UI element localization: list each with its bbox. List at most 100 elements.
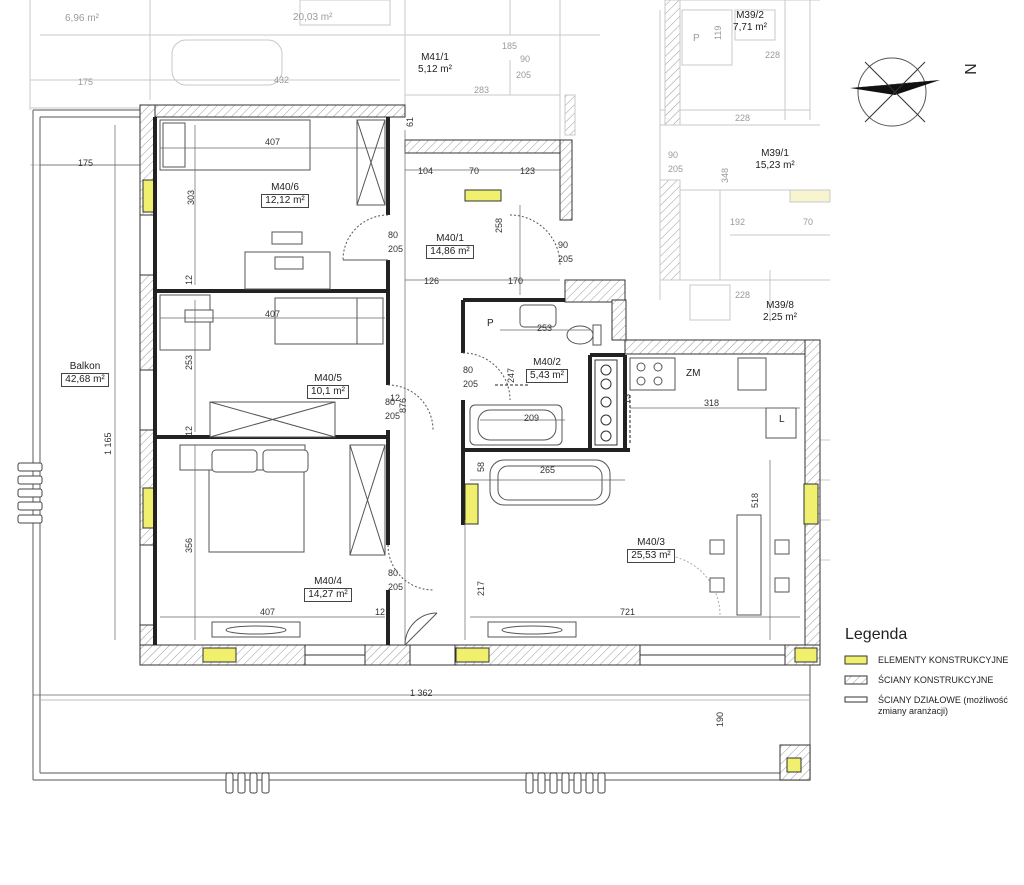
dimension: 217: [476, 580, 486, 596]
fridge-mark: ZM: [686, 368, 701, 379]
dimension: 407: [265, 309, 281, 319]
room-area: 25,53 m²: [627, 549, 675, 563]
dimension: 253: [184, 354, 194, 370]
legend-item-walls: ŚCIANY KONSTRUKCYJNE: [878, 675, 994, 685]
neighbor-area: 6,96 m²: [65, 13, 99, 24]
room-area: 5,43 m²: [526, 369, 568, 383]
room-id: M40/5: [314, 373, 342, 384]
room-id: M40/1: [436, 233, 464, 244]
dimension: 228: [765, 50, 781, 60]
room-area: 14,27 m²: [304, 588, 352, 602]
dimension: 247: [506, 367, 516, 383]
l-mark: L: [779, 414, 785, 425]
dimension: 12: [390, 393, 401, 403]
neighbor-m39-8: M39/8 2,25 m²: [763, 300, 797, 323]
dimension: 119: [713, 25, 723, 40]
dimension: 123: [520, 166, 536, 176]
room-id: M40/2: [533, 357, 561, 368]
dimension: 12: [375, 607, 386, 617]
neighbor-m39-1: M39/1 15,23 m²: [755, 148, 795, 171]
dimension: 265: [540, 465, 556, 475]
balcony-railing-posts: [17, 462, 606, 794]
dimension: 303: [186, 189, 196, 205]
dimension: 175: [78, 77, 94, 87]
dimension: 126: [424, 276, 440, 286]
dimension: 318: [704, 398, 720, 408]
dimension-lines: [33, 125, 810, 696]
compass-icon: [850, 57, 940, 127]
room-id: M40/3: [637, 537, 665, 548]
dimension: 13: [622, 393, 632, 404]
legend-swatch-partition: [844, 696, 868, 703]
room-m40-2: M40/2 5,43 m²: [517, 357, 577, 383]
legend-swatch-structural: [844, 655, 868, 665]
dimension: 209: [524, 413, 540, 423]
room-m40-4: M40/4 14,27 m²: [298, 576, 358, 602]
dimension: 58: [476, 461, 486, 472]
partition-walls: [153, 117, 630, 645]
dimension: 90: [520, 54, 531, 64]
dimension: 407: [265, 137, 281, 147]
legend-swatches: [844, 655, 868, 703]
room-area: 12,12 m²: [261, 194, 309, 208]
dimension: 192: [730, 217, 746, 227]
arrows: [495, 384, 631, 445]
doors: [342, 214, 721, 646]
dimension: 721: [620, 607, 636, 617]
neighbor-m39-2: M39/2 7,71 m²: [733, 10, 767, 33]
room-area: 14,86 m²: [426, 245, 474, 259]
dimension: 356: [184, 537, 194, 553]
dimension: 12: [184, 274, 194, 285]
legend-item-structural: ELEMENTY KONSTRUKCYJNE: [878, 655, 1009, 665]
dimension: 228: [735, 290, 751, 300]
dimension: 1 165: [103, 432, 113, 455]
neighbor-ghost-lines: [29, 0, 831, 561]
dimension: 518: [750, 492, 760, 508]
room-id: M40/4: [314, 576, 342, 587]
room-area: 42,68 m²: [61, 373, 109, 387]
room-id: M40/6: [271, 182, 299, 193]
legend-title: Legenda: [845, 626, 908, 643]
dimension: 170: [508, 276, 524, 286]
room-id: Balkon: [69, 361, 101, 372]
legend-item-partition: ŚCIANY DZIAŁOWE (możliwość zmiany aranża…: [878, 695, 1008, 716]
balcony: [32, 109, 811, 781]
dimension: 70: [469, 166, 480, 176]
dimension: 175: [78, 158, 94, 168]
dimension: 205: [516, 70, 532, 80]
room-m40-5: M40/5 10,1 m²: [298, 373, 358, 399]
dimension: 12: [184, 425, 194, 436]
dimension: 407: [260, 607, 276, 617]
furniture: [159, 119, 797, 638]
room-m40-6: M40/6 12,12 m²: [255, 182, 315, 208]
north-label: N: [960, 63, 978, 75]
dimension: 1 362: [410, 688, 433, 698]
structural-elements: [142, 179, 819, 773]
dimension: 104: [418, 166, 434, 176]
dimension: 190: [715, 711, 725, 727]
dimension: 432: [274, 75, 290, 85]
stove-column: [594, 359, 618, 446]
legend-swatch-walls: [844, 675, 868, 685]
p-mark: P: [693, 33, 700, 44]
room-balkon: Balkon 42,68 m²: [55, 361, 115, 387]
neighbor-area: 20,03 m²: [293, 12, 333, 23]
room-m40-3: M40/3 25,53 m²: [618, 537, 684, 563]
dimension: 185: [502, 41, 518, 51]
dimension: 258: [494, 217, 504, 233]
p-mark: P: [487, 318, 494, 329]
dimension: 228: [735, 113, 751, 123]
room-area: 10,1 m²: [307, 385, 349, 399]
room-m40-1: M40/1 14,86 m²: [420, 233, 480, 259]
dimension: 253: [537, 323, 553, 333]
neighbor-m41-1: M41/1 5,12 m²: [418, 52, 452, 75]
window-openings: [139, 214, 786, 666]
dimension: 348: [720, 167, 730, 183]
